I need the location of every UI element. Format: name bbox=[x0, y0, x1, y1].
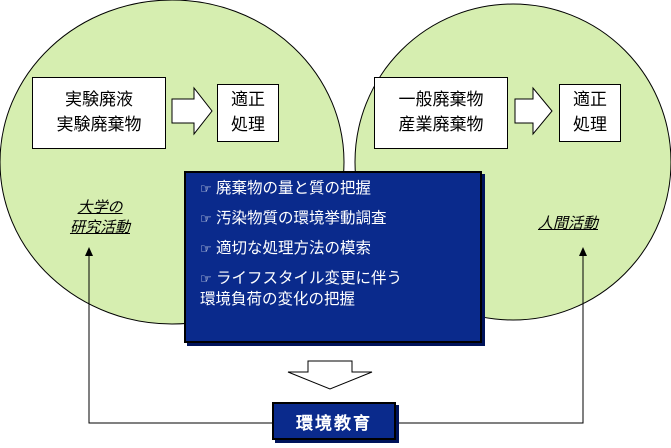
topic-4-text-line-1: ライフスタイル変更に伴う bbox=[216, 268, 403, 287]
left-treatment-line-2: 処理 bbox=[231, 115, 265, 135]
general-waste-box: 一般廃棄物 産業廃棄物 bbox=[374, 77, 508, 149]
left-treatment-line-1: 適正 bbox=[231, 90, 265, 111]
general-waste-line-1: 一般廃棄物 bbox=[398, 90, 484, 111]
right-process-arrow bbox=[514, 86, 553, 136]
topic-item-3: ☞適切な処理方法の模索 bbox=[200, 238, 480, 259]
topic-2-text: 汚染物質の環境挙動調査 bbox=[216, 208, 387, 227]
right-treatment-line-1: 適正 bbox=[573, 90, 607, 111]
topic-item-1: ☞ 廃棄物の量と質の把握 bbox=[200, 178, 480, 199]
left-connector-line bbox=[88, 254, 272, 424]
university-label-line-2: 研究活動 bbox=[69, 218, 130, 237]
left-connector-arrowhead bbox=[85, 247, 93, 256]
right-connector-arrowhead bbox=[579, 247, 587, 256]
topic-4-text-line-2: 環境負荷の変化の把握 bbox=[200, 289, 356, 308]
topic-item-4: ☞ライフスタイル変更に伴う 環境負荷の変化の把握 bbox=[200, 268, 480, 309]
university-research-label: 大学の 研究活動 bbox=[50, 197, 150, 238]
lab-waste-line-1: 実験廃液 bbox=[65, 90, 133, 111]
topic-item-2: ☞汚染物質の環境挙動調査 bbox=[200, 208, 480, 229]
general-waste-line-2: 産業廃棄物 bbox=[398, 115, 484, 135]
pointing-hand-icon: ☞ bbox=[200, 271, 212, 287]
education-label: 環境教育 bbox=[296, 413, 372, 434]
human-activity-label: 人間活動 bbox=[518, 213, 618, 233]
right-connector-line bbox=[396, 254, 584, 424]
center-topics-panel: ☞廃棄物の量と質の把握 ☞汚染物質の環境挙動調査 ☞適切な処理方法の模索 ☞ライ… bbox=[184, 171, 482, 343]
university-label-line-1: 大学の bbox=[77, 198, 123, 216]
topic-1-text: 廃棄物の量と質の把握 bbox=[216, 179, 372, 197]
right-proper-treatment-box: 適正 処理 bbox=[559, 84, 621, 142]
human-label-line-1: 人間活動 bbox=[537, 214, 598, 232]
pointing-hand-icon: ☞ bbox=[200, 241, 212, 257]
lab-waste-line-2: 実験廃棄物 bbox=[56, 115, 142, 135]
lab-waste-box: 実験廃液 実験廃棄物 bbox=[32, 77, 166, 149]
left-proper-treatment-box: 適正 処理 bbox=[217, 84, 279, 142]
topic-3-text: 適切な処理方法の模索 bbox=[216, 238, 372, 257]
pointing-hand-icon: ☞ bbox=[200, 182, 212, 197]
pointing-hand-icon: ☞ bbox=[200, 211, 212, 227]
down-arrow bbox=[287, 360, 373, 390]
environmental-education-box: 環境教育 bbox=[272, 402, 396, 440]
left-process-arrow bbox=[171, 86, 213, 136]
right-treatment-line-2: 処理 bbox=[573, 115, 607, 135]
